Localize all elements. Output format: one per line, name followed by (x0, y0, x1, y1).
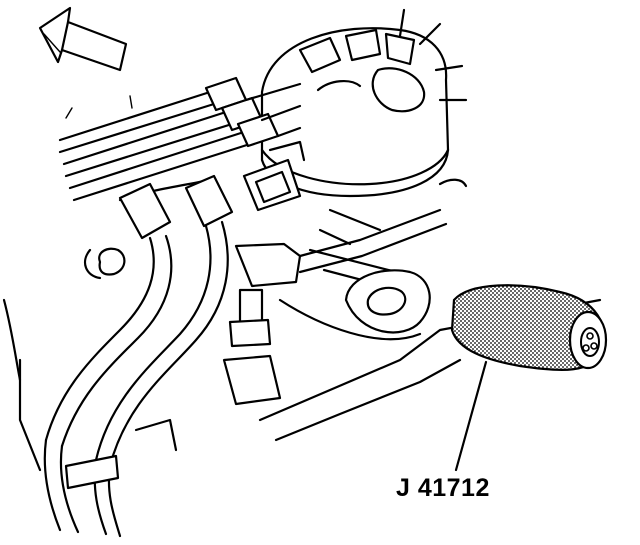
ignition-wires (58, 76, 302, 202)
callout-leader-line (454, 360, 488, 472)
distributor-cap (260, 8, 468, 198)
engine-bracket (2, 208, 602, 472)
fuel-lines (43, 174, 468, 538)
tool-callout-label: J 41712 (396, 474, 490, 502)
tool-j41712 (450, 284, 608, 371)
direction-arrow-icon (38, 6, 128, 72)
electrical-connector (242, 140, 306, 212)
